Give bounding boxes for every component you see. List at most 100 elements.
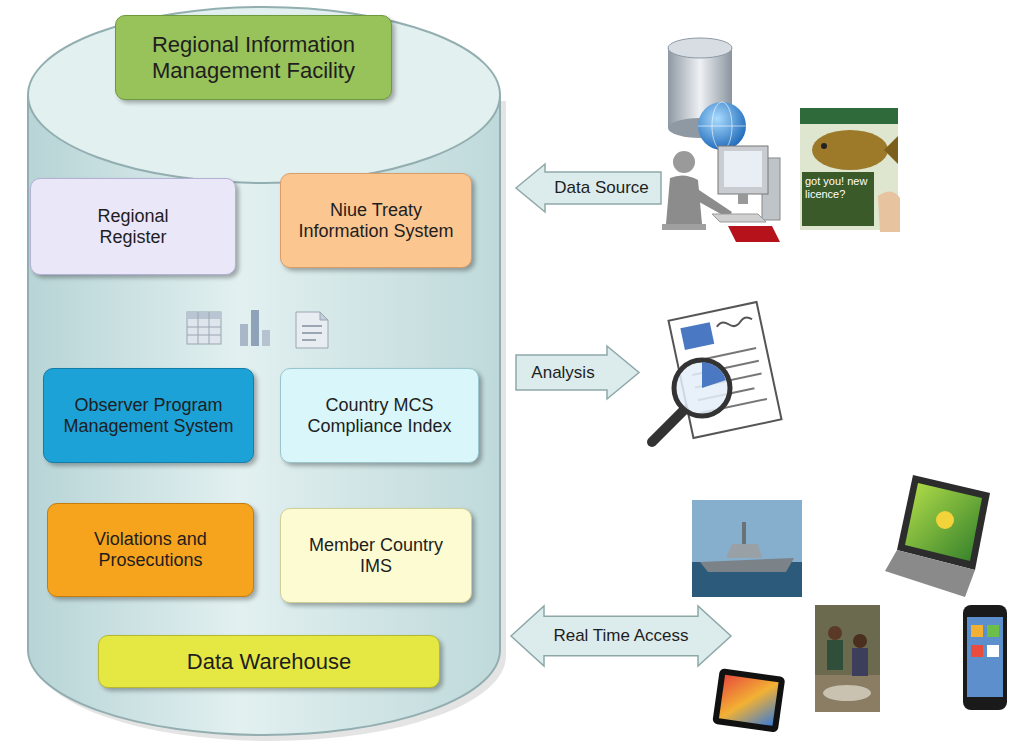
- person-at-computer: [662, 146, 780, 242]
- fisheries-workers-photo: [815, 605, 880, 712]
- table-icon-part: [187, 312, 221, 319]
- patrol-ship-photo-part: [700, 558, 794, 572]
- fisheries-workers-photo-part: [815, 605, 880, 712]
- magnifier-document-icon-part: [669, 302, 782, 438]
- magnifier-document-icon-part-part: [716, 316, 752, 329]
- licence-card-photo-part: [802, 172, 874, 226]
- node-text: Data Warehouse: [187, 649, 351, 674]
- licence-card-photo-part: [821, 143, 827, 149]
- laptop-icon-part: [905, 483, 982, 561]
- document-icon-part: [302, 325, 322, 327]
- phone-icon-part: [971, 625, 983, 637]
- person-at-computer-part: [662, 224, 706, 230]
- analysis-arrow: Analysis: [515, 345, 640, 400]
- document-icon: [296, 312, 328, 348]
- patrol-ship-photo-part: [742, 522, 746, 544]
- table-icon-part: [209, 312, 210, 344]
- system-box: Observer Program Management System: [43, 368, 254, 463]
- patrol-ship-photo: [692, 500, 802, 597]
- magnifier-document-icon-part-part: [680, 322, 714, 350]
- system-box: Regional Register: [30, 178, 236, 275]
- person-at-computer-part: [738, 194, 748, 204]
- node-text: Violations and Prosecutions: [58, 529, 243, 570]
- system-box: Country MCS Compliance Index: [280, 368, 479, 463]
- fisheries-workers-photo-part: [827, 640, 843, 670]
- phone-icon-part: [963, 605, 1007, 710]
- table-icon-part: [187, 312, 221, 344]
- node-text: Data Source: [554, 178, 649, 198]
- patrol-ship-photo-part: [726, 544, 762, 558]
- laptop-icon-part: [936, 511, 954, 529]
- node-text: Regional Information Management Facility: [126, 32, 381, 83]
- table-icon: [187, 312, 221, 344]
- database-server-icon: [668, 38, 746, 150]
- node-text: Observer Program Management System: [54, 395, 243, 436]
- bar-chart-icon-part: [251, 310, 259, 346]
- cylinder-top: [28, 7, 500, 183]
- fisheries-workers-photo-part: [828, 626, 842, 640]
- node-text: Member Country IMS: [301, 535, 451, 576]
- data-source-arrow: Data Source: [515, 163, 662, 213]
- facility-title-box: Regional Information Management Facility: [115, 15, 392, 100]
- person-at-computer-part: [724, 151, 762, 187]
- tablet-icon: [712, 668, 785, 733]
- system-box: Member Country IMS: [280, 508, 472, 603]
- phone-icon-part: [967, 617, 1003, 697]
- magnifier-document-icon-part: [652, 410, 684, 442]
- laptop-icon: [885, 475, 990, 597]
- licence-card-photo: [800, 108, 900, 232]
- block-arrow-outline: [516, 346, 639, 399]
- magnifier-document-icon-part-part: [669, 302, 782, 438]
- block-arrow-outline: [511, 606, 731, 666]
- person-at-computer-part: [718, 146, 768, 194]
- real-time-access-arrow: Real Time Access: [510, 605, 732, 667]
- document-icon-part: [302, 339, 316, 341]
- magnifier-document-icon-part: [674, 360, 730, 416]
- database-server-icon-part: [698, 102, 746, 150]
- phone-icon-part: [987, 645, 999, 657]
- table-icon-part: [198, 312, 199, 344]
- patrol-ship-photo-part: [692, 500, 802, 597]
- system-box: Violations and Prosecutions: [47, 503, 254, 597]
- fisheries-workers-photo-part: [823, 685, 871, 701]
- node-text: Niue Treaty Information System: [291, 200, 461, 241]
- licence-card-photo-part: [812, 130, 888, 170]
- node-text: Country MCS Compliance Index: [291, 395, 468, 436]
- phone-icon: [963, 605, 1007, 710]
- laptop-icon-part: [885, 550, 975, 597]
- tablet-icon-part: [719, 675, 779, 726]
- fisheries-workers-photo-part: [852, 648, 868, 676]
- magnifier-document-icon-part: [702, 362, 726, 388]
- block-arrow-outline: [516, 164, 661, 212]
- document-icon-part: [302, 332, 322, 334]
- tablet-icon-part: [712, 668, 785, 733]
- licence-card-photo-part: [884, 136, 898, 164]
- database-cylinder: [28, 7, 506, 741]
- database-server-icon-part: [698, 126, 746, 127]
- data-warehouse-box: Data Warehouse: [98, 635, 440, 688]
- cylinder-body: [28, 95, 500, 735]
- system-box: Niue Treaty Information System: [280, 173, 472, 268]
- fisheries-workers-photo-part: [815, 675, 880, 712]
- phone-icon-part: [971, 645, 983, 657]
- magnifier-document-icon: [652, 302, 781, 442]
- node-text: Regional Register: [76, 206, 190, 247]
- licence-card-text: got you! new licence?: [805, 175, 871, 200]
- table-icon-part: [187, 335, 221, 336]
- phone-icon-part: [987, 625, 999, 637]
- table-icon-part: [187, 327, 221, 328]
- document-icon-part: [296, 312, 328, 348]
- licence-card-photo-part: [878, 191, 900, 232]
- person-at-computer-part: [712, 214, 766, 222]
- node-text: Analysis: [531, 363, 594, 383]
- person-at-computer-part: [673, 151, 695, 173]
- licence-card-photo-part: [800, 108, 898, 124]
- bar-chart-icon: [240, 310, 270, 346]
- node-text: Real Time Access: [553, 626, 688, 646]
- database-server-icon-part: [668, 38, 732, 58]
- person-at-computer-part: [728, 226, 780, 242]
- fisheries-workers-photo-part: [853, 634, 867, 648]
- bar-chart-icon-part: [262, 330, 270, 346]
